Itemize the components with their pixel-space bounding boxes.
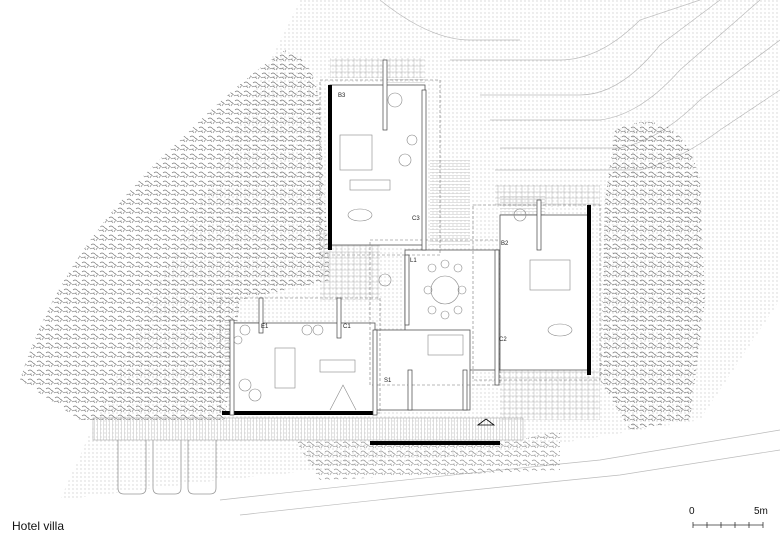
solid-walls bbox=[222, 85, 591, 445]
deck-c3 bbox=[430, 160, 470, 245]
entrance-arrow-icon bbox=[476, 418, 496, 426]
terrace-south bbox=[92, 417, 524, 441]
room-label-e1: E1 bbox=[261, 324, 269, 330]
vegetation-west bbox=[20, 50, 330, 420]
room-label-c3: C3 bbox=[412, 216, 420, 222]
room-label-b2: B2 bbox=[501, 241, 509, 247]
scale-bar bbox=[692, 522, 764, 528]
columns bbox=[229, 59, 542, 416]
building-walls bbox=[232, 84, 591, 414]
parking-bays bbox=[117, 440, 217, 495]
room-label-s1: S1 bbox=[384, 378, 392, 384]
furniture bbox=[233, 92, 573, 411]
room-label-c1: C1 bbox=[343, 324, 351, 330]
room-label-l1: L1 bbox=[410, 258, 417, 264]
paving-c2-south bbox=[500, 370, 600, 420]
vegetation-east bbox=[600, 121, 705, 431]
drawing-title: Hotel villa bbox=[12, 519, 65, 533]
scale-end-label: 5m bbox=[754, 506, 768, 517]
scale-start-label: 0 bbox=[689, 506, 695, 517]
paving-b3-north bbox=[330, 58, 425, 78]
room-label-b3: B3 bbox=[338, 93, 346, 99]
room-label-c2: C2 bbox=[499, 337, 507, 343]
